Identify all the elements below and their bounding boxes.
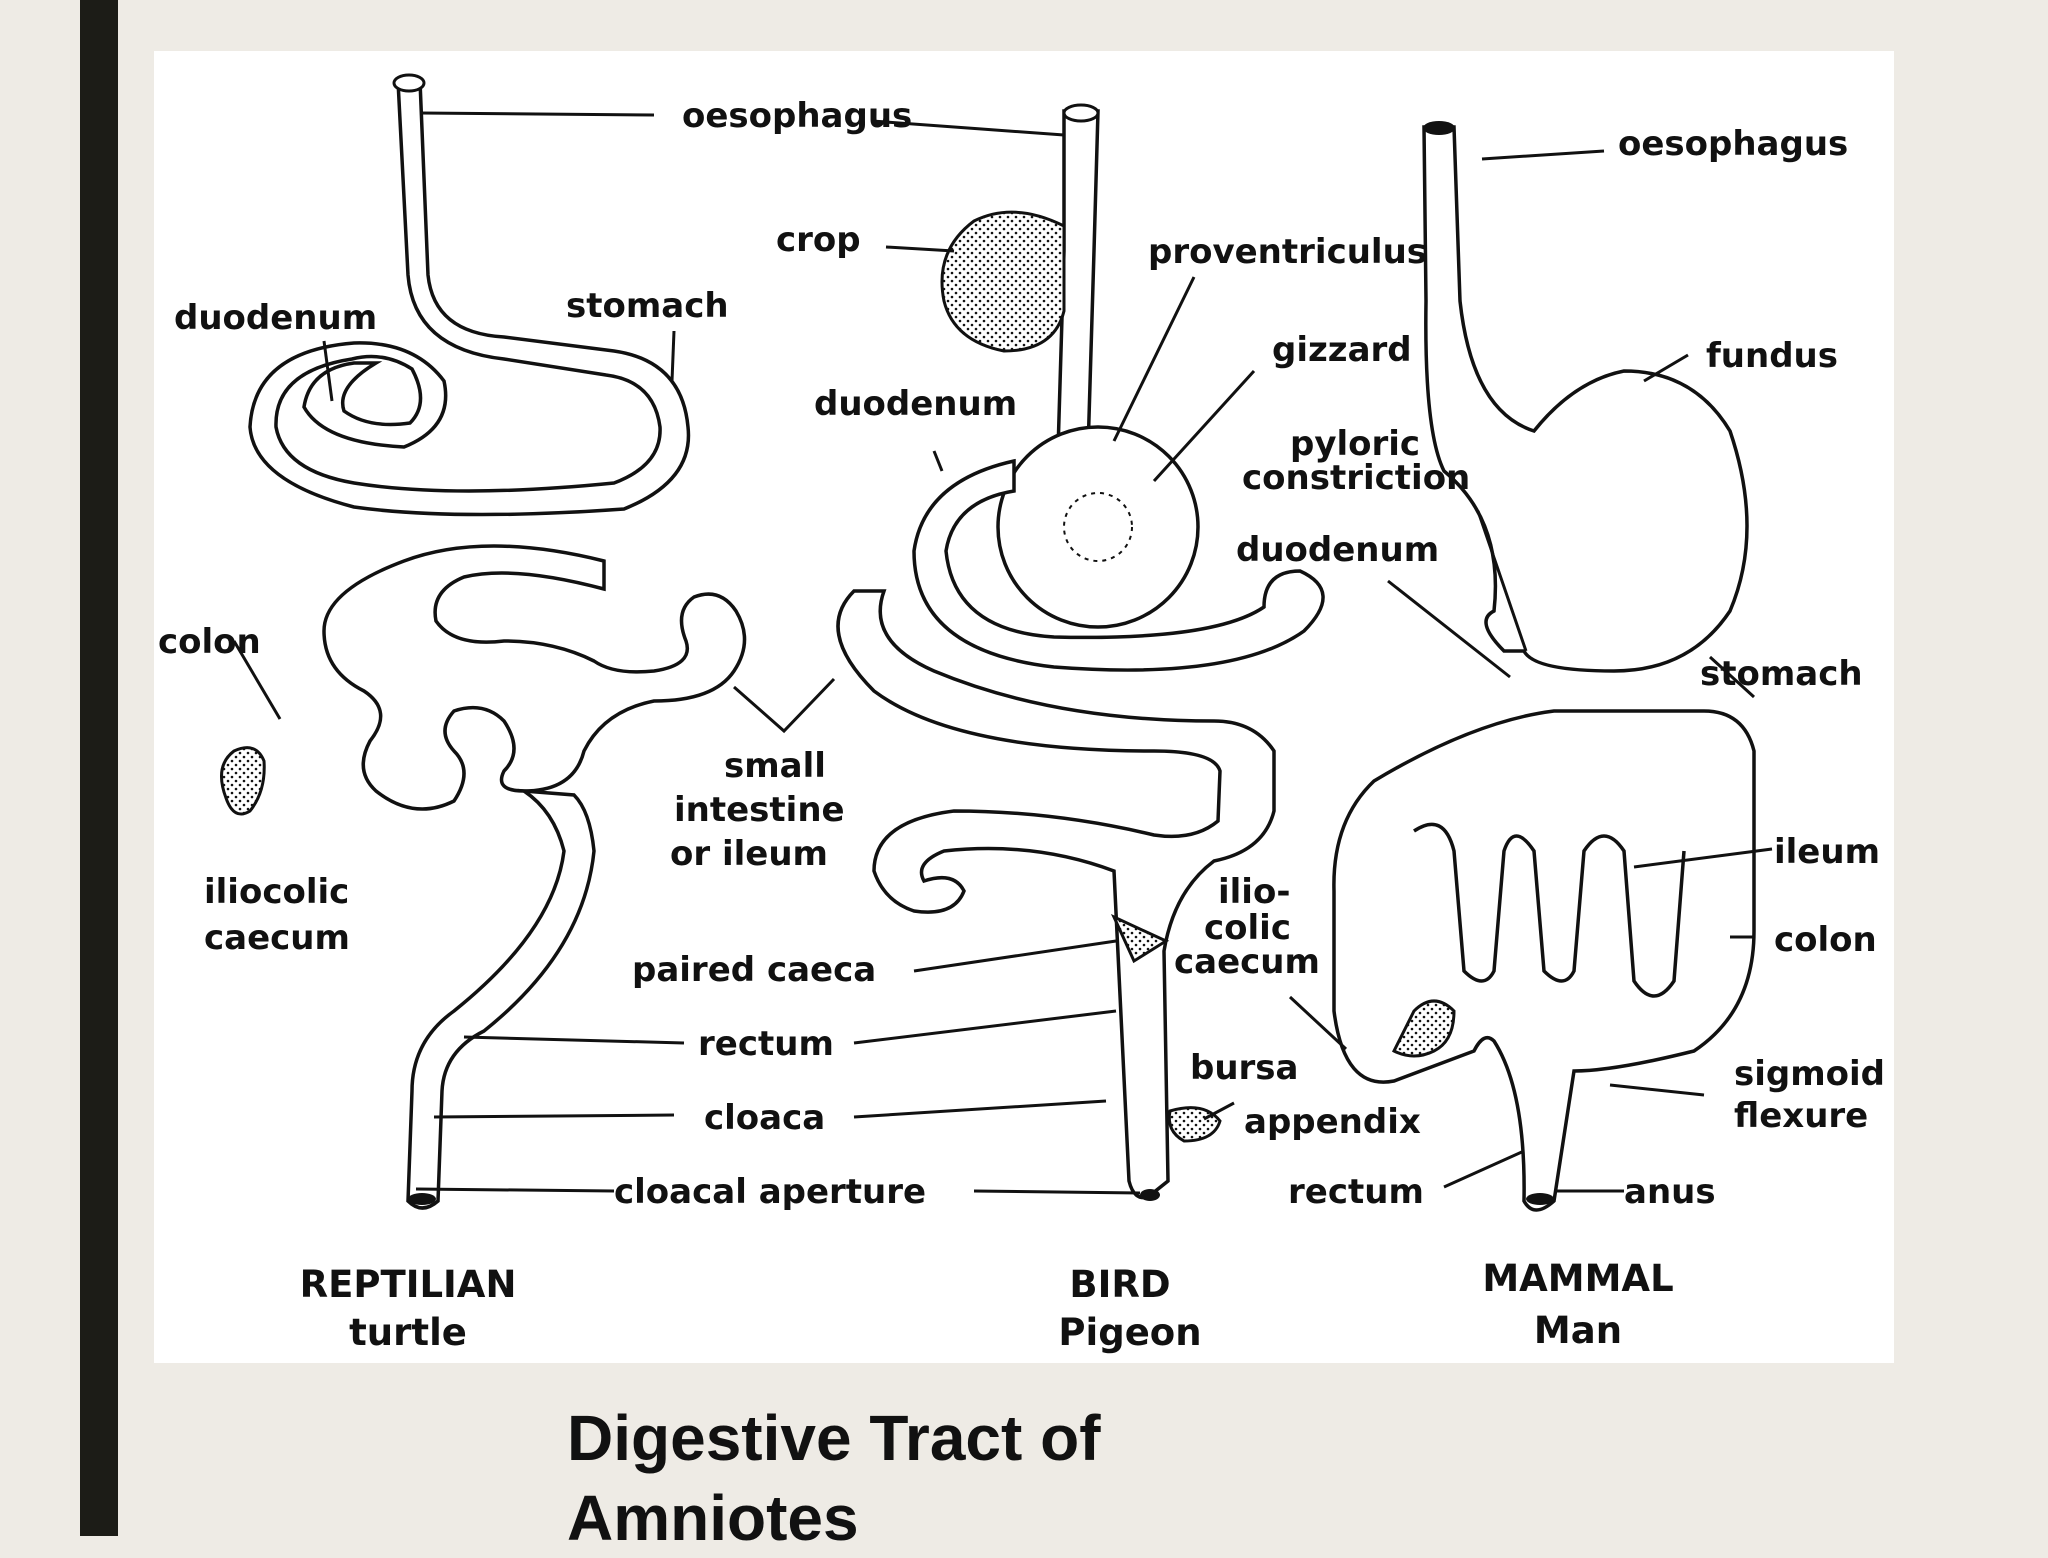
turtle-intestine-coils (322, 544, 747, 811)
label-ilio-colic-caecum-line2: colic (1204, 908, 1291, 948)
label-sigmoid-flexure-line2: flexure (1734, 1096, 1868, 1136)
label-ileum: ileum (1774, 832, 1880, 872)
label-appendix: appendix (1244, 1102, 1421, 1142)
turtle-rectum (406, 788, 596, 1210)
label-oesophagus-left: oesophagus (682, 96, 912, 136)
label-iliocolic-caecum-line2: caecum (204, 918, 350, 958)
label-fundus: fundus (1706, 336, 1838, 376)
diagram-panel: oesophagus duodenum stomach colon ilioco… (154, 51, 1894, 1363)
label-small-intestine-line1: small (724, 746, 826, 786)
pigeon-crop-shape (940, 210, 1066, 353)
label-cloacal-aperture: cloacal aperture (614, 1172, 926, 1212)
label-duodenum-mammal: duodenum (1236, 530, 1439, 570)
label-stomach-mammal: stomach (1700, 654, 1863, 694)
label-cloaca: cloaca (704, 1098, 825, 1138)
label-proventriculus: proventriculus (1148, 232, 1427, 272)
label-small-intestine-line3: or ileum (670, 834, 828, 874)
slide-accent-bar (80, 0, 118, 1536)
slide-title: Digestive Tract of Amniotes (567, 1402, 1101, 1554)
label-crop: crop (776, 220, 861, 260)
turtle-iliocolic-caecum-shape (220, 746, 266, 816)
pigeon-bursa-shape (1167, 1106, 1222, 1143)
label-paired-caeca: paired caeca (632, 950, 876, 990)
label-colon-turtle: colon (158, 622, 261, 662)
label-duodenum-turtle: duodenum (174, 298, 377, 338)
label-ilio-colic-caecum-line3: caecum (1174, 942, 1320, 982)
pigeon-gizzard-shape (996, 425, 1200, 629)
caption-reptile-group: REPTILIAN (300, 1263, 517, 1306)
pigeon-small-intestine (836, 589, 1276, 1200)
pigeon-duodenal-loop (912, 458, 1325, 672)
leader-lines (232, 111, 1773, 1195)
caption-mammal-group: MAMMAL (1482, 1257, 1673, 1300)
label-pyloric-constriction-line1: pyloric (1290, 424, 1420, 464)
label-bursa: bursa (1190, 1048, 1299, 1088)
human-ileum (1413, 822, 1686, 998)
column-captions: REPTILIAN turtle BIRD Pigeon MAMMAL Man (300, 1257, 1674, 1354)
label-pyloric-constriction-line2: constriction (1242, 458, 1470, 498)
label-sigmoid-flexure-line1: sigmoid (1734, 1054, 1885, 1094)
label-rectum-mammal: rectum (1288, 1172, 1424, 1212)
turtle-oesophagus (248, 79, 691, 517)
pigeon-paired-caeca-shape (1110, 913, 1170, 964)
label-colon-mammal: colon (1774, 920, 1877, 960)
digestive-tract-diagram: oesophagus duodenum stomach colon ilioco… (158, 73, 1885, 1354)
pigeon-tract (836, 103, 1325, 1201)
turtle-tract (220, 73, 747, 1210)
label-anus: anus (1624, 1172, 1716, 1212)
human-appendix-shape (1391, 999, 1456, 1058)
diagram-labels: oesophagus duodenum stomach colon ilioco… (158, 96, 1885, 1212)
label-stomach-turtle: stomach (566, 286, 729, 326)
label-rectum-shared: rectum (698, 1024, 834, 1064)
caption-reptile-species: turtle (349, 1311, 467, 1354)
caption-mammal-species: Man (1534, 1309, 1622, 1352)
label-duodenum-bird: duodenum (814, 384, 1017, 424)
label-gizzard: gizzard (1272, 330, 1412, 370)
human-tract (1332, 121, 1756, 1212)
label-iliocolic-caecum-line1: iliocolic (204, 872, 349, 912)
label-small-intestine-line2: intestine (674, 790, 845, 830)
caption-bird-group: BIRD (1069, 1263, 1170, 1306)
label-ilio-colic-caecum-line1: ilio- (1218, 872, 1290, 912)
caption-bird-species: Pigeon (1058, 1311, 1201, 1354)
label-oesophagus-mammal: oesophagus (1618, 124, 1848, 164)
human-oesophagus-stomach (1422, 125, 1749, 673)
